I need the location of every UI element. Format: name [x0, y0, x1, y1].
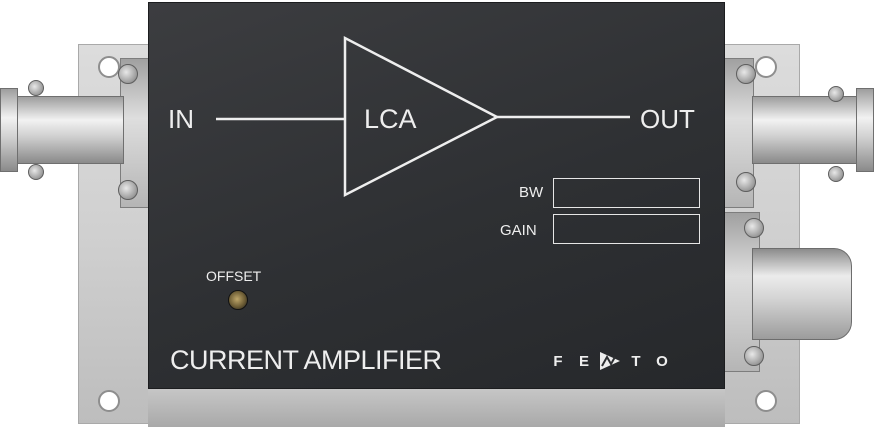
- brand-logo: F E M T O: [545, 350, 675, 372]
- gain-field: [553, 214, 700, 244]
- logo-triangle-icon: [600, 352, 620, 370]
- output-label: OUT: [640, 104, 695, 134]
- input-bnc-connector: [0, 96, 124, 164]
- logo-letter-t: T: [631, 352, 641, 370]
- logo-letter-e: E: [578, 352, 589, 370]
- amplifier-housing: [148, 2, 725, 389]
- logo-letter-f: F: [553, 352, 563, 370]
- logo-letter-o: O: [656, 352, 668, 370]
- product-title: CURRENT AMPLIFIER: [170, 345, 442, 375]
- output-bnc-connector: [752, 96, 874, 164]
- bandwidth-field: [553, 178, 700, 208]
- output-bracket-screw-bottom: [736, 172, 756, 192]
- input-bnc-bayonet: [0, 88, 18, 172]
- input-bnc-pin-top: [28, 80, 44, 96]
- offset-trim-potentiometer[interactable]: [228, 290, 248, 310]
- power-connector: [752, 248, 852, 340]
- bandwidth-label: BW: [519, 184, 544, 201]
- amplifier-triangle-symbol: [343, 35, 500, 198]
- gain-label: GAIN: [500, 222, 537, 239]
- input-bracket-screw-bottom: [118, 180, 138, 200]
- mounting-hole-top-right: [755, 56, 777, 78]
- mounting-hole-bottom-right: [755, 390, 777, 412]
- power-bracket-screw-top: [744, 218, 764, 238]
- offset-label: OFFSET: [206, 268, 262, 284]
- housing-side-face: [148, 388, 725, 427]
- input-label: IN: [168, 104, 194, 134]
- amplifier-label: LCA: [364, 104, 417, 134]
- input-bnc-pin-bottom: [28, 164, 44, 180]
- output-bnc-pin-bottom: [828, 166, 844, 182]
- mounting-hole-bottom-left: [98, 390, 120, 412]
- power-bracket-screw-bottom: [744, 346, 764, 366]
- input-bracket-screw-top: [118, 64, 138, 84]
- logo-m-mark: M: [597, 350, 623, 372]
- output-bnc-pin-top: [828, 86, 844, 102]
- output-bracket-screw-top: [736, 64, 756, 84]
